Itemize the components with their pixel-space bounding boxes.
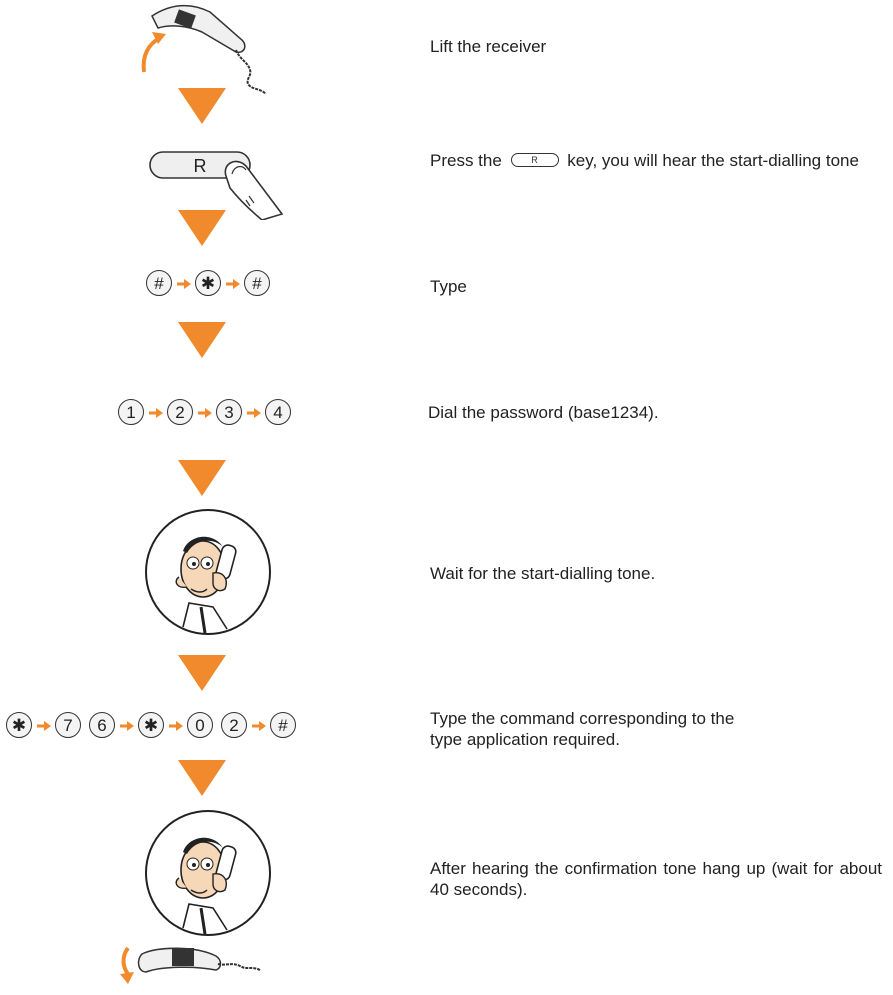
step-5-text: Wait for the start-dialling tone. bbox=[430, 564, 656, 583]
key-3: 3 bbox=[216, 399, 242, 425]
step-3-text: Type bbox=[430, 277, 467, 296]
step-1-text: Lift the receiver bbox=[430, 37, 547, 56]
key-hash: # bbox=[244, 270, 270, 296]
key-hash: # bbox=[146, 270, 172, 296]
key-2: 2 bbox=[221, 712, 247, 738]
step-2-text-before: Press the bbox=[430, 151, 502, 170]
right-arrow-icon bbox=[247, 408, 261, 418]
key-star: ✱ bbox=[6, 712, 32, 738]
key-hash: # bbox=[270, 712, 296, 738]
right-arrow-icon bbox=[198, 408, 212, 418]
handset-lift-icon bbox=[141, 4, 267, 95]
step-arrow-icon bbox=[178, 655, 226, 691]
step-4-text: Dial the password (base1234). bbox=[428, 403, 659, 422]
step-arrow-icon bbox=[178, 322, 226, 358]
key-2: 2 bbox=[167, 399, 193, 425]
right-arrow-icon bbox=[149, 408, 163, 418]
step-arrow-icon bbox=[178, 760, 226, 796]
key-6: 6 bbox=[89, 712, 115, 738]
right-arrow-icon bbox=[177, 279, 191, 289]
step-2-text-after: key, you will hear the start-dialling to… bbox=[567, 151, 859, 170]
key-4: 4 bbox=[265, 399, 291, 425]
r-key-label: R bbox=[194, 156, 207, 176]
step-arrow-icon bbox=[178, 460, 226, 496]
step-arrow-icon bbox=[178, 210, 226, 246]
key-star: ✱ bbox=[195, 270, 221, 296]
key-0: 0 bbox=[187, 712, 213, 738]
r-key-press-icon: R bbox=[149, 151, 284, 220]
right-arrow-icon bbox=[37, 721, 51, 731]
person-on-phone-icon bbox=[145, 509, 271, 635]
key-1: 1 bbox=[118, 399, 144, 425]
key-7: 7 bbox=[55, 712, 81, 738]
person-on-phone-icon bbox=[145, 810, 271, 936]
step-arrow-icon bbox=[178, 88, 226, 124]
step-6-text: Type the command corresponding to the ty… bbox=[430, 709, 735, 749]
r-key-icon: R bbox=[510, 152, 559, 167]
right-arrow-icon bbox=[169, 721, 183, 731]
key-star: ✱ bbox=[138, 712, 164, 738]
right-arrow-icon bbox=[120, 721, 134, 731]
step-7-text: After hearing the confirmation tone hang… bbox=[430, 859, 882, 899]
right-arrow-icon bbox=[252, 721, 266, 731]
step-2-text: Press the R key, you will hear the start… bbox=[430, 150, 882, 171]
handset-hangup-icon bbox=[120, 946, 261, 984]
right-arrow-icon bbox=[226, 279, 240, 289]
